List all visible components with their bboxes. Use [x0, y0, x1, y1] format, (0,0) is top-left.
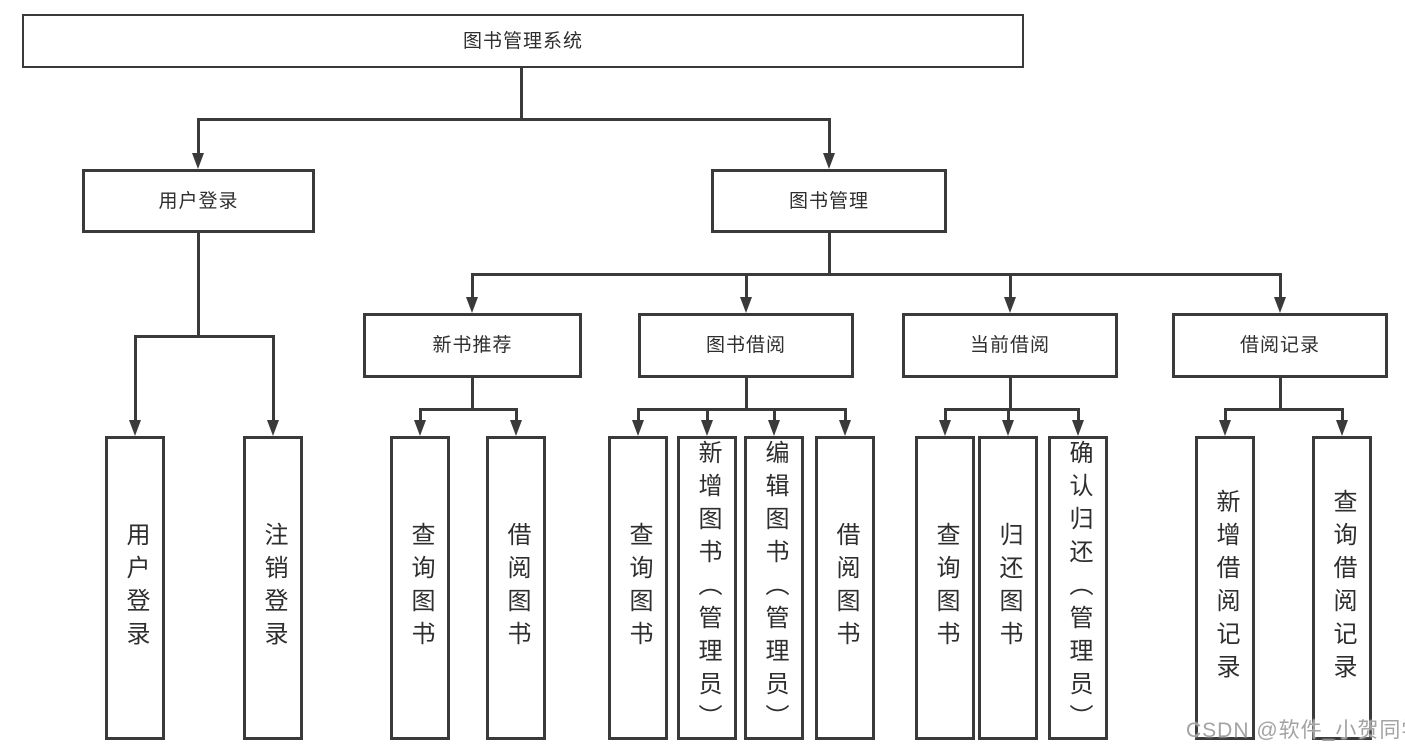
csdn-watermark: CSDN @软件_小贺同学 [1186, 719, 1405, 742]
connector-stem [1076, 408, 1080, 422]
node-label: 编辑图书（管理员） [761, 439, 788, 737]
connector-level3-split [470, 273, 1282, 276]
connector-user-login-trunk [196, 233, 200, 335]
leaf-borrow-books-recommend: 借阅图书 [486, 436, 546, 740]
leaf-query-books-current: 查询图书 [915, 436, 975, 740]
arrowhead-icon [939, 420, 951, 436]
node-root-library-system: 图书管理系统 [22, 14, 1024, 68]
node-label: 借阅图书 [503, 522, 530, 654]
node-label: 用户登录 [122, 522, 149, 654]
connector-trunk [470, 378, 474, 408]
connector-stem [827, 118, 831, 154]
leaf-user-login: 用户登录 [105, 436, 165, 740]
leaf-borrow-books: 借阅图书 [815, 436, 875, 740]
connector-stem [943, 408, 947, 422]
node-label: 当前借阅 [969, 335, 1050, 356]
arrowhead-icon [1004, 297, 1016, 313]
node-label: 查询图书 [407, 522, 434, 654]
node-label: 用户登录 [158, 190, 239, 212]
leaf-return-books: 归还图书 [978, 436, 1038, 740]
connector-stem [196, 118, 200, 154]
arrowhead-icon [1002, 420, 1014, 436]
leaf-add-borrow-record: 新增借阅记录 [1195, 436, 1255, 740]
connector-stem [705, 408, 709, 422]
connector-stem [772, 408, 776, 422]
connector-stem [1006, 408, 1010, 422]
arrowhead-icon [510, 420, 522, 436]
connector-stem [271, 335, 275, 421]
connector-leaf-split [636, 408, 847, 411]
leaf-query-books-borrow: 查询图书 [608, 436, 668, 740]
connector-book-mgmt-trunk [827, 233, 831, 273]
arrowhead-icon [267, 420, 279, 436]
connector-leaf-split [943, 408, 1080, 411]
arrowhead-icon [1219, 420, 1231, 436]
connector-root-trunk [519, 68, 523, 118]
arrowhead-icon [632, 420, 644, 436]
node-new-book-recommend: 新书推荐 [363, 313, 582, 378]
connector-stem [843, 408, 847, 422]
node-user-login: 用户登录 [82, 169, 315, 233]
arrowhead-icon [466, 297, 478, 313]
node-book-borrow: 图书借阅 [638, 313, 854, 378]
leaf-edit-book-admin: 编辑图书（管理员） [744, 436, 804, 740]
node-label: 查询图书 [625, 522, 652, 654]
leaf-confirm-return-admin: 确认归还（管理员） [1048, 436, 1108, 740]
connector-stem [1223, 408, 1227, 422]
arrowhead-icon [740, 297, 752, 313]
connector-leaf-split [1223, 408, 1344, 411]
arrowhead-icon [1274, 297, 1286, 313]
arrowhead-icon [1336, 420, 1348, 436]
connector-trunk [1278, 378, 1282, 408]
connector-stem [1008, 273, 1012, 298]
node-label: 查询图书 [932, 522, 959, 654]
node-label: 新增借阅记录 [1212, 489, 1239, 687]
node-label: 查询借阅记录 [1329, 489, 1356, 687]
connector-stem [418, 408, 422, 422]
arrowhead-icon [701, 420, 713, 436]
arrowhead-icon [839, 420, 851, 436]
leaf-query-books-recommend: 查询图书 [390, 436, 450, 740]
node-current-borrow: 当前借阅 [902, 313, 1118, 378]
connector-leaf-split [418, 408, 518, 411]
arrowhead-icon [129, 420, 141, 436]
connector-level2-split [196, 118, 831, 121]
connector-stem [1278, 273, 1282, 298]
connector-stem [636, 408, 640, 422]
connector-stem [744, 273, 748, 298]
arrowhead-icon [1072, 420, 1084, 436]
connector-stem [133, 335, 137, 421]
node-book-management: 图书管理 [711, 169, 947, 233]
arrowhead-icon [768, 420, 780, 436]
connector-stem [514, 408, 518, 422]
node-label: 新增图书（管理员） [694, 439, 721, 737]
arrowhead-icon [414, 420, 426, 436]
connector-trunk [744, 378, 748, 408]
connector-user-login-split [133, 335, 275, 338]
node-label: 确认归还（管理员） [1065, 439, 1092, 737]
leaf-query-borrow-record: 查询借阅记录 [1312, 436, 1372, 740]
connector-stem [470, 273, 474, 298]
arrowhead-icon [192, 153, 204, 169]
node-borrow-records: 借阅记录 [1172, 313, 1388, 378]
node-label: 借阅图书 [832, 522, 859, 654]
node-label: 注销登录 [260, 522, 287, 654]
node-label: 借阅记录 [1239, 335, 1320, 356]
leaf-add-book-admin: 新增图书（管理员） [677, 436, 737, 740]
leaf-logout: 注销登录 [243, 436, 303, 740]
node-label: 图书借阅 [705, 335, 786, 356]
connector-stem [1340, 408, 1344, 422]
connector-trunk [1008, 378, 1012, 408]
arrowhead-icon [823, 153, 835, 169]
node-label: 图书管理 [788, 190, 869, 212]
node-label: 归还图书 [995, 522, 1022, 654]
node-label: 新书推荐 [432, 335, 513, 356]
node-label: 图书管理系统 [462, 30, 583, 52]
